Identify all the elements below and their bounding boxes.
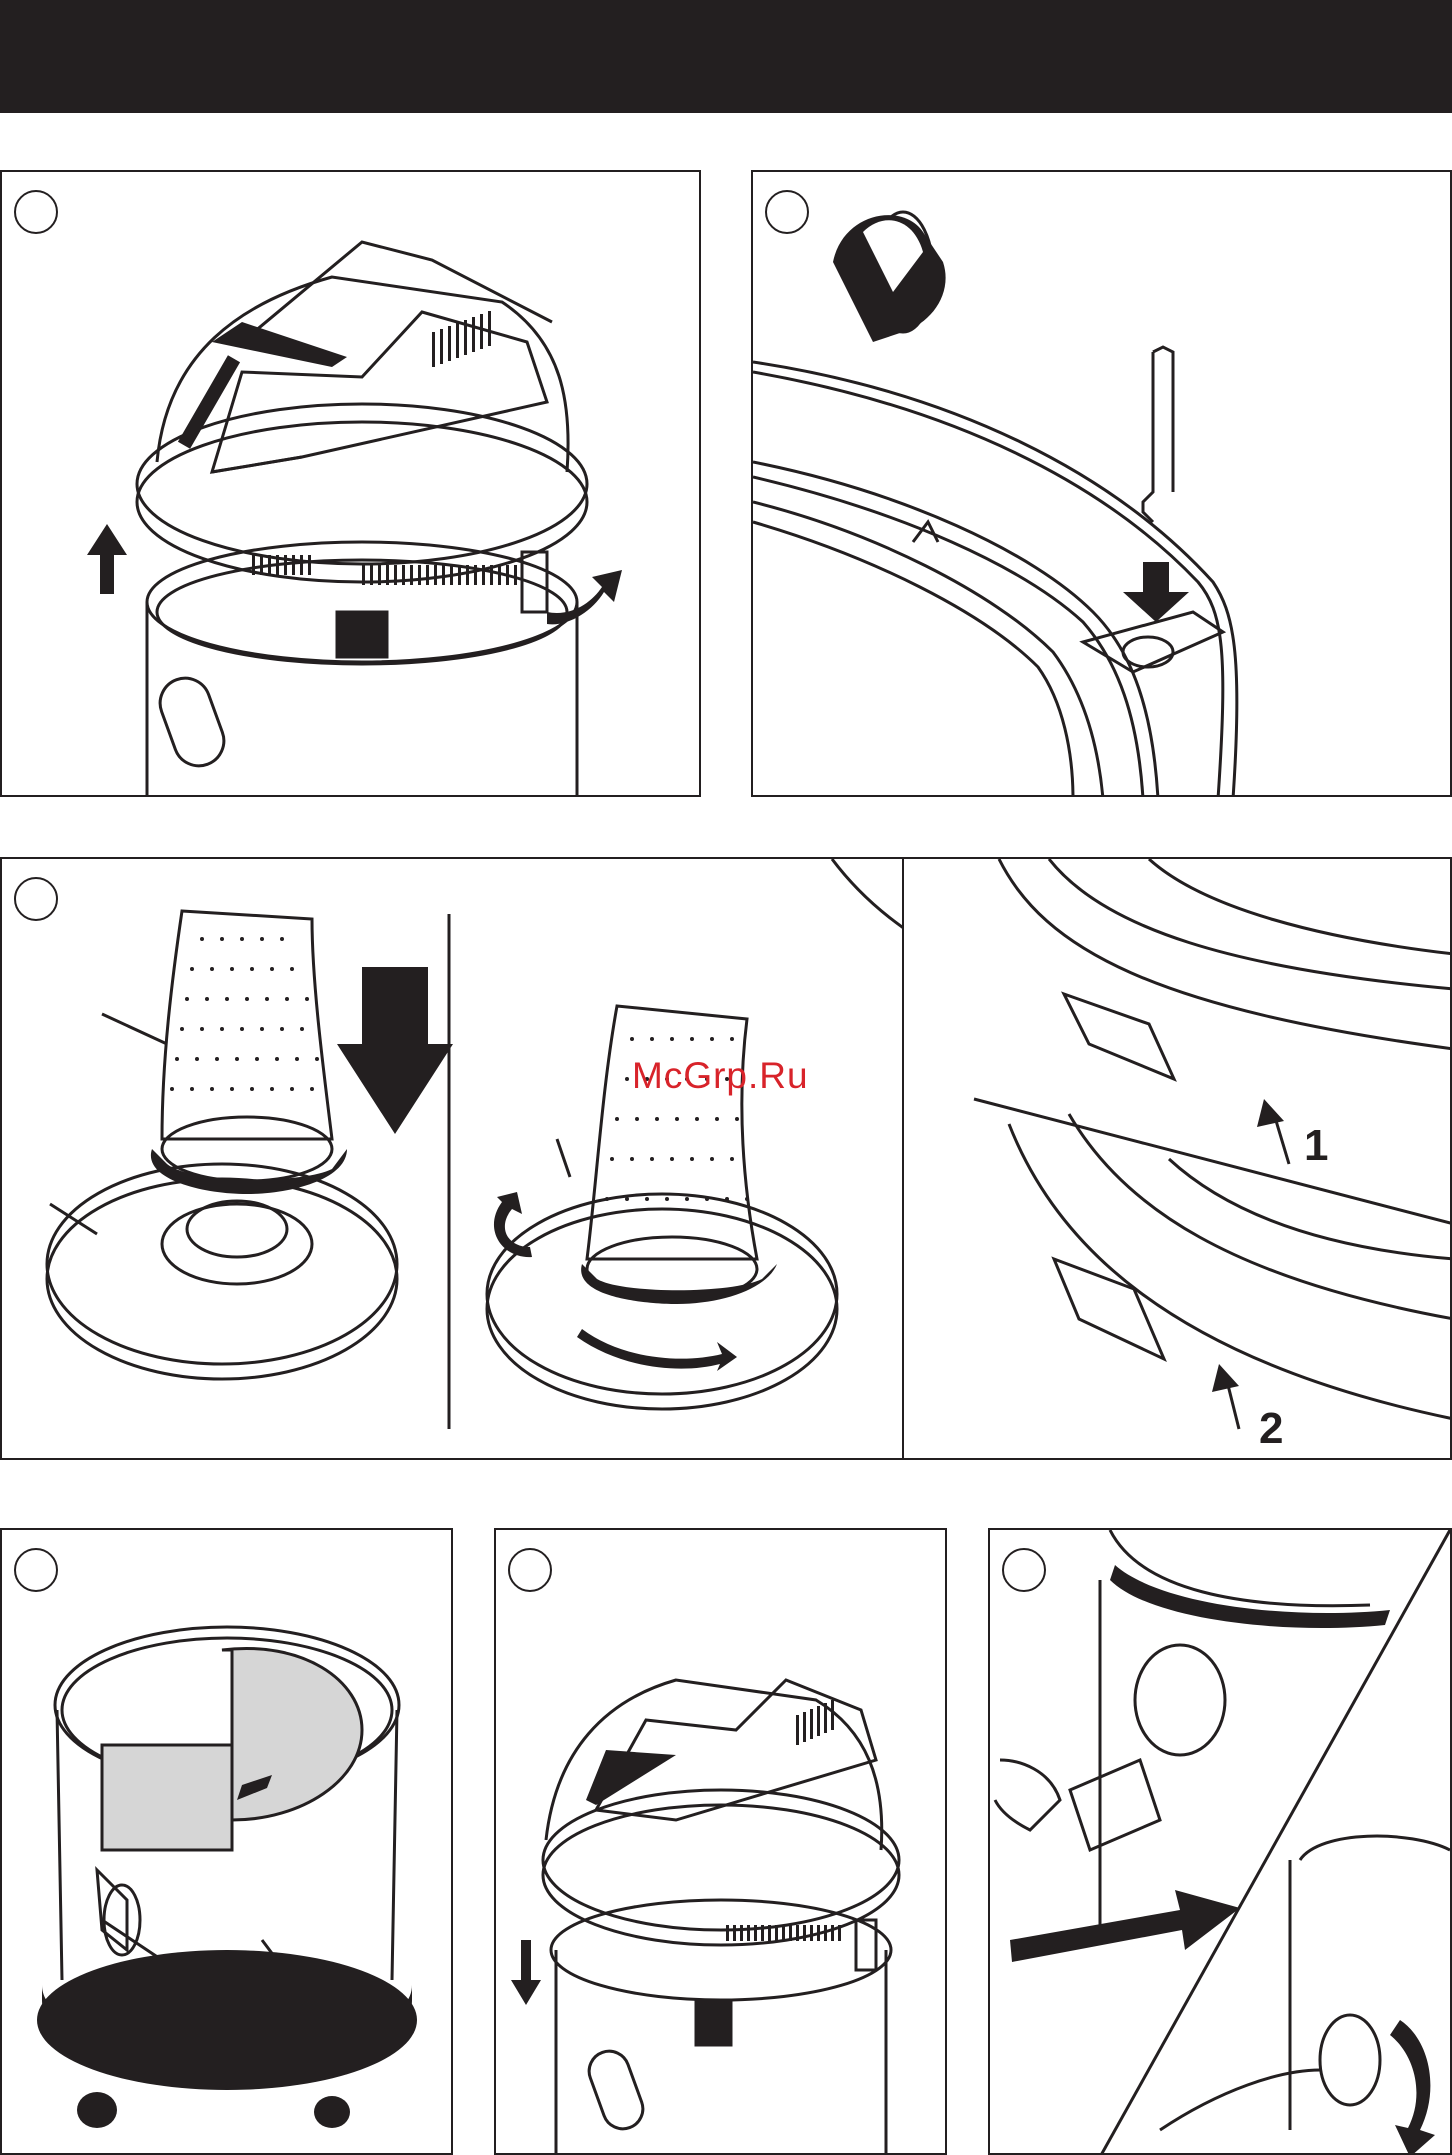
panel-filter-seating: 1 2 — [902, 857, 1452, 1460]
watermark: McGrp.Ru — [632, 1055, 809, 1097]
illustration-reattach-head — [496, 1530, 947, 2155]
illustration-filter-seating — [904, 859, 1452, 1460]
panel-filter-fitting — [0, 857, 904, 1460]
illustration-connect-hose — [990, 1530, 1452, 2155]
callout-number-2: 2 — [1259, 1404, 1283, 1454]
illustration-lift-head — [2, 172, 701, 797]
panel-lift-head — [0, 170, 701, 797]
panel-connect-hose — [988, 1528, 1452, 2155]
illustration-filter-fitting — [2, 859, 904, 1460]
panel-paper-bag — [0, 1528, 453, 2155]
illustration-paper-bag — [2, 1530, 453, 2155]
panel-reattach-head — [494, 1528, 947, 2155]
header-bar — [0, 0, 1452, 113]
illustration-float-valve — [753, 172, 1452, 797]
callout-number-1: 1 — [1304, 1121, 1328, 1171]
panel-float-valve — [751, 170, 1452, 797]
